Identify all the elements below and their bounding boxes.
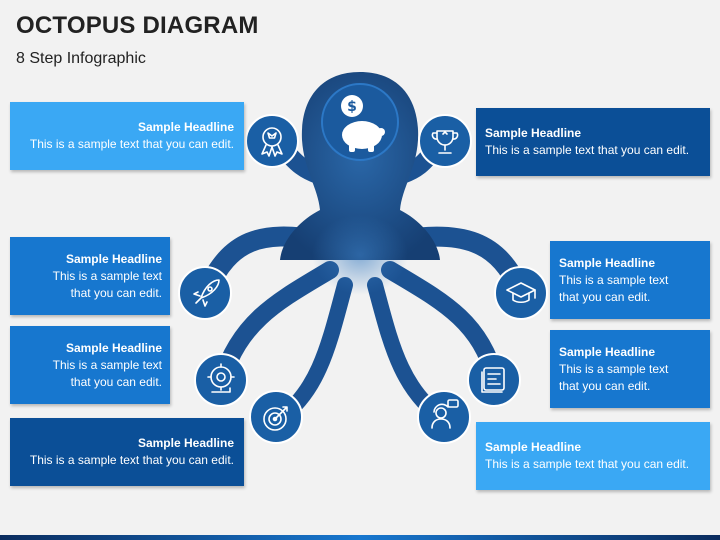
step-2-headline: Sample Headline xyxy=(65,251,162,266)
step-1-headline: Sample Headline xyxy=(137,120,234,134)
step-8-text: This is a sample text that you can edit. xyxy=(485,457,690,471)
step-6-headline: Sample Headline xyxy=(559,255,656,270)
page-subtitle: 8 Step Infographic xyxy=(16,50,146,67)
svg-text:$: $ xyxy=(347,99,357,115)
piggy-bank-dollar-icon: $ xyxy=(341,95,385,152)
step-card-5: Sample Headline This is a sample text th… xyxy=(476,108,710,176)
step-5-text: This is a sample text that you can edit. xyxy=(485,143,690,157)
step-3-text-line2: that you can edit. xyxy=(70,374,162,389)
trophy-icon xyxy=(431,130,459,154)
award-ribbon-icon xyxy=(261,127,283,157)
step-8-headline: Sample Headline xyxy=(485,440,582,454)
bottom-accent-bar xyxy=(0,535,720,540)
step-7-text-line2: that you can edit. xyxy=(559,378,651,393)
step-card-4: Sample Headline This is a sample text th… xyxy=(10,418,244,486)
step-2-text-line1: This is a sample text xyxy=(52,268,162,283)
step-5-headline: Sample Headline xyxy=(485,126,582,140)
graduation-cap-icon xyxy=(506,282,536,304)
step-card-2: Sample Headline This is a sample text th… xyxy=(10,237,170,315)
step-card-3: Sample Headline This is a sample text th… xyxy=(10,326,170,404)
rocket-icon xyxy=(193,279,220,307)
step-3-text-line1: This is a sample text xyxy=(52,357,162,372)
step-7-text-line1: This is a sample text xyxy=(559,361,669,376)
step-3-headline: Sample Headline xyxy=(65,340,162,355)
step-4-headline: Sample Headline xyxy=(137,436,234,450)
target-icon xyxy=(263,406,288,431)
blueprint-icon xyxy=(481,367,505,393)
gear-head-icon xyxy=(207,363,235,393)
step-card-7: Sample Headline This is a sample text th… xyxy=(550,330,710,408)
step-6-text-line2: that you can edit. xyxy=(559,289,651,304)
step-card-8: Sample Headline This is a sample text th… xyxy=(476,422,710,490)
page-title: OCTOPUS DIAGRAM xyxy=(16,12,259,39)
step-2-text-line2: that you can edit. xyxy=(70,285,162,300)
step-4-text: This is a sample text that you can edit. xyxy=(29,453,234,467)
step-card-1: Sample Headline This is a sample text th… xyxy=(10,102,244,170)
customer-support-icon xyxy=(431,399,459,429)
step-7-headline: Sample Headline xyxy=(559,344,656,359)
step-card-6: Sample Headline This is a sample text th… xyxy=(550,241,710,319)
step-6-text-line1: This is a sample text xyxy=(559,272,669,287)
step-1-text: This is a sample text that you can edit. xyxy=(29,137,234,151)
